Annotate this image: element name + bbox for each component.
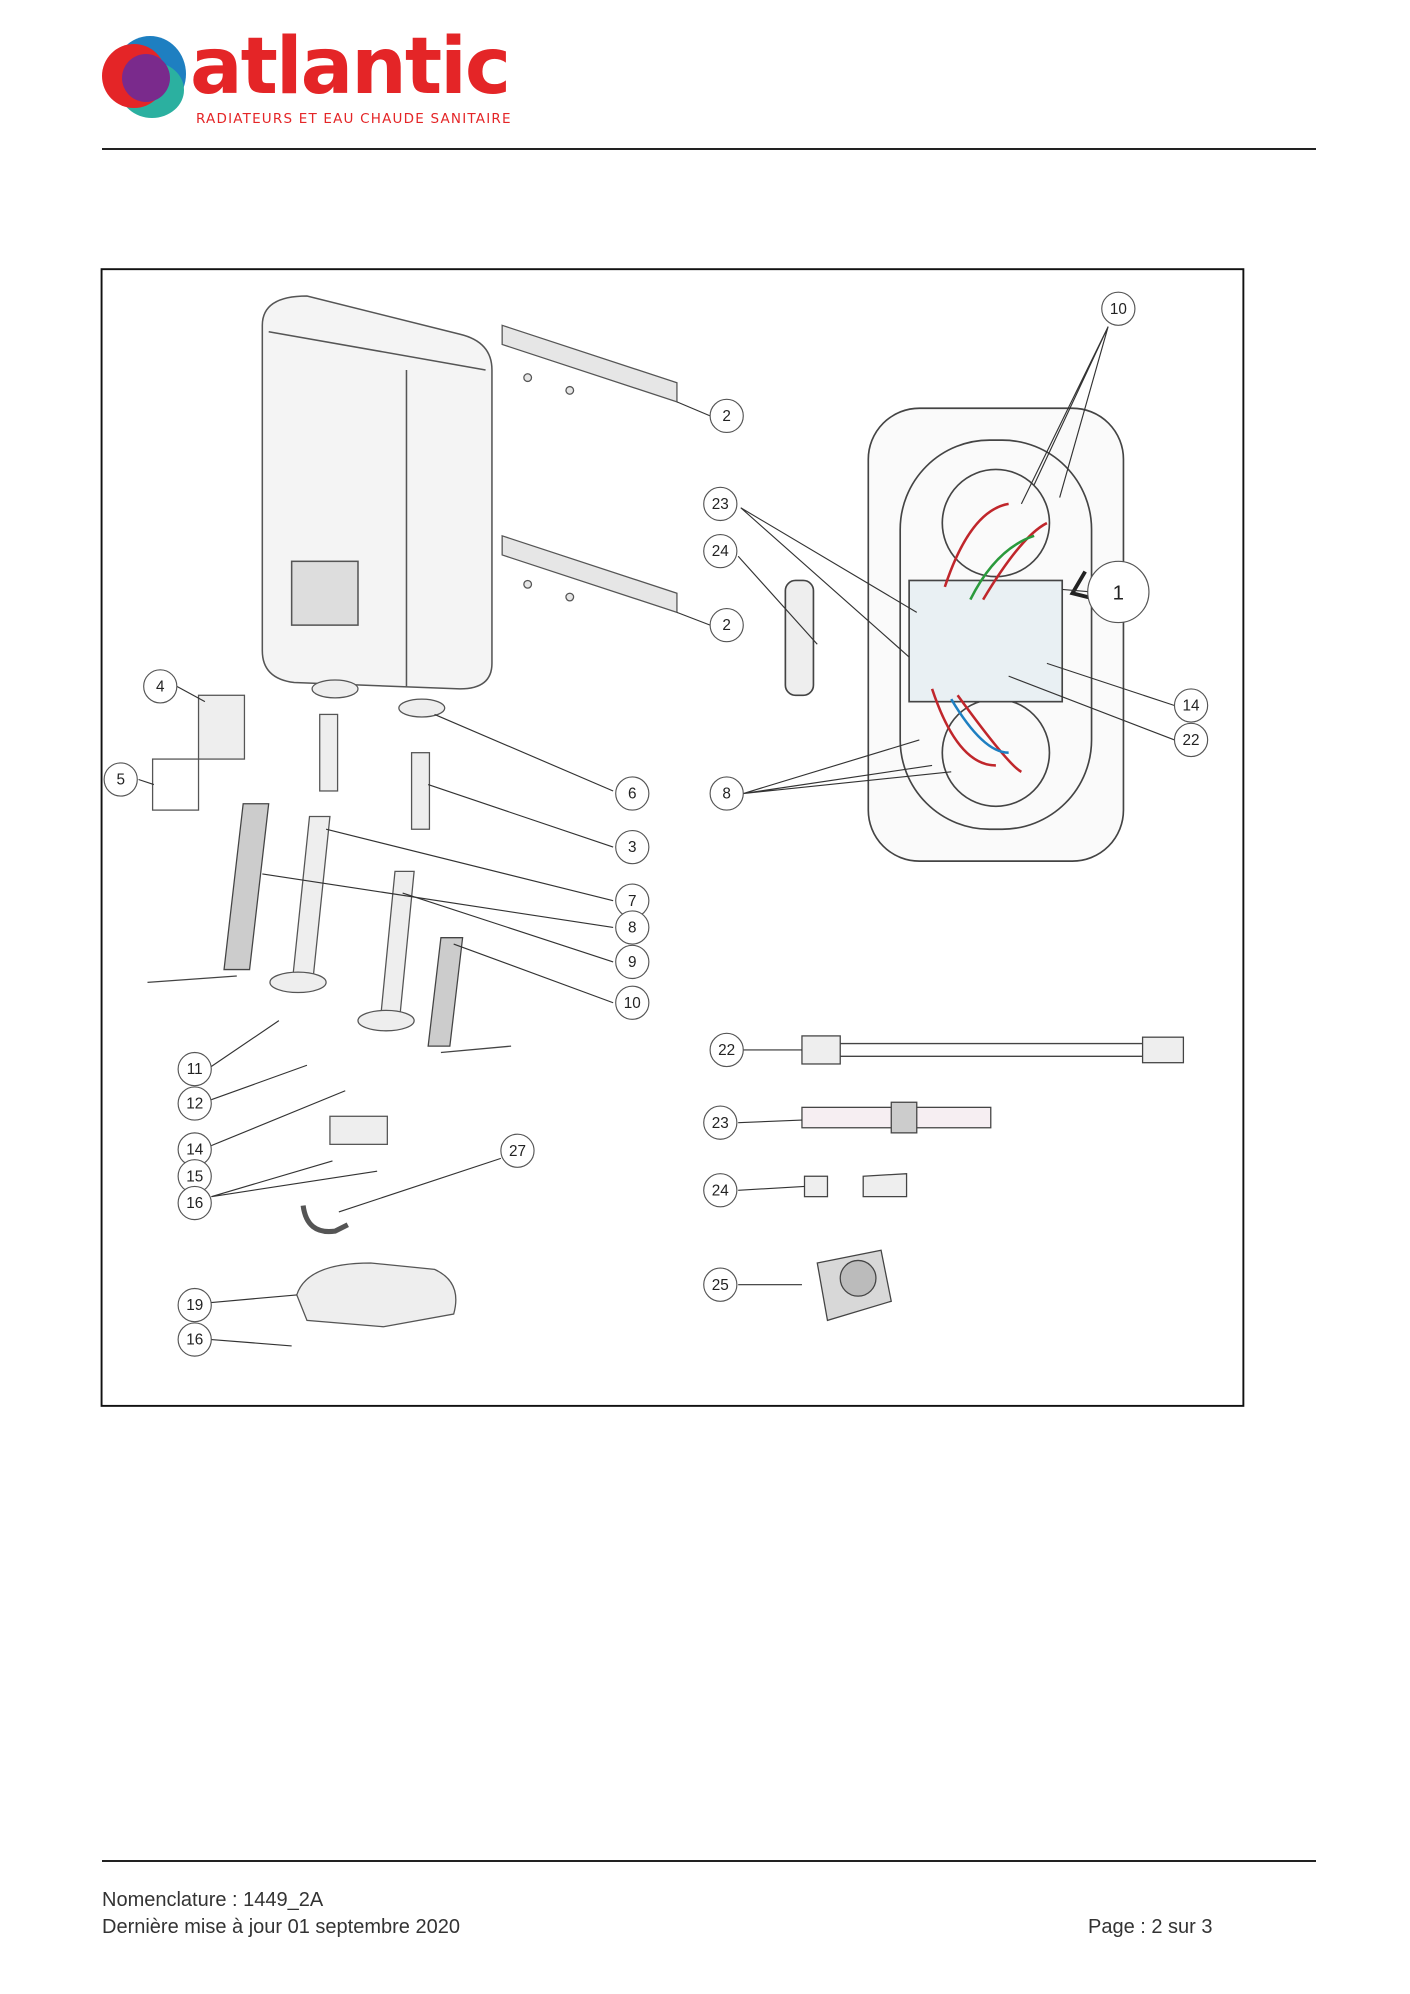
callout-2: 2 (709, 607, 744, 643)
callout-27: 27 (500, 1133, 535, 1168)
leader-lines (138, 326, 1175, 1347)
callout-24: 24 (703, 1173, 738, 1208)
callout-number: 14 (186, 1142, 204, 1159)
callout-number: 2 (722, 408, 731, 425)
callout-number: 2 (722, 617, 731, 634)
atlantic-logo (100, 30, 520, 130)
spare-parts-cables (801, 1035, 1185, 1322)
callout-number: 10 (624, 995, 641, 1012)
callout-19: 19 (177, 1287, 212, 1323)
callout-number: 15 (186, 1168, 203, 1185)
footer-divider (102, 1860, 1316, 1862)
callout-number: 1 (1113, 583, 1124, 605)
wall-brackets (501, 324, 678, 614)
water-heater-tank (261, 295, 493, 690)
callout-number: 16 (186, 1195, 203, 1212)
bottom-parts (296, 1115, 457, 1328)
callout-14: 14 (1173, 688, 1209, 723)
callout-number: 11 (187, 1061, 203, 1078)
callout-1: 1 (1087, 560, 1150, 624)
callout-23: 23 (703, 1105, 738, 1140)
callout-5: 5 (103, 762, 138, 797)
page-number: Page : 2 sur 3 (1088, 1916, 1213, 1938)
callout-number: 3 (628, 839, 637, 856)
callout-number: 10 (1110, 301, 1127, 318)
callout-2: 2 (709, 398, 744, 434)
callout-3: 3 (615, 829, 650, 865)
callout-number: 5 (116, 772, 125, 789)
callout-number: 7 (628, 893, 637, 910)
header-divider (102, 148, 1316, 150)
callout-number: 24 (712, 1182, 730, 1199)
callout-number: 27 (509, 1143, 526, 1160)
nomenclature-ref: Nomenclature : 1449_2A (102, 1889, 324, 1911)
callout-11: 11 (177, 1051, 212, 1087)
callout-4: 4 (143, 669, 178, 704)
callout-number: 22 (1183, 732, 1200, 749)
brand-tagline: RADIATEURS ET EAU CHAUDE SANITAIRE (196, 111, 512, 127)
callout-16: 16 (177, 1185, 212, 1221)
callout-number: 16 (186, 1332, 203, 1349)
callout-number: 12 (186, 1096, 203, 1113)
callout-number: 4 (156, 678, 165, 695)
callout-number: 8 (628, 920, 637, 937)
callout-number: 14 (1183, 698, 1201, 715)
callout-10: 10 (1101, 291, 1136, 326)
callout-number: 9 (628, 954, 637, 971)
callout-number: 25 (712, 1277, 729, 1294)
callout-9: 9 (615, 944, 650, 980)
heating-elements (147, 803, 512, 1054)
callout-6: 6 (615, 776, 650, 811)
callout-number: 19 (186, 1297, 203, 1314)
callout-16: 16 (177, 1322, 212, 1357)
callout-25: 25 (703, 1267, 738, 1302)
wiring-box (784, 407, 1125, 862)
brand-name: atlantic (190, 22, 511, 112)
callout-15: 15 (177, 1159, 212, 1194)
callout-23: 23 (703, 486, 738, 522)
callout-number: 8 (722, 786, 731, 803)
callout-number: 24 (712, 543, 730, 560)
callout-22: 22 (709, 1032, 744, 1068)
callout-number: 22 (718, 1042, 735, 1059)
callout-8: 8 (709, 776, 744, 811)
callout-number: 23 (712, 496, 729, 513)
last-update: Dernière mise à jour 01 septembre 2020 (102, 1916, 460, 1938)
callout-number: 6 (628, 786, 637, 803)
callout-14: 14 (177, 1132, 212, 1167)
callout-8: 8 (615, 910, 650, 945)
callout-22: 22 (1173, 722, 1209, 758)
callout-24: 24 (703, 533, 738, 569)
callout-12: 12 (177, 1086, 212, 1121)
callout-number: 23 (712, 1115, 729, 1132)
callout-10: 10 (615, 985, 650, 1020)
anodes-and-flanges (151, 679, 446, 1032)
logo-mark-icon (102, 36, 186, 118)
